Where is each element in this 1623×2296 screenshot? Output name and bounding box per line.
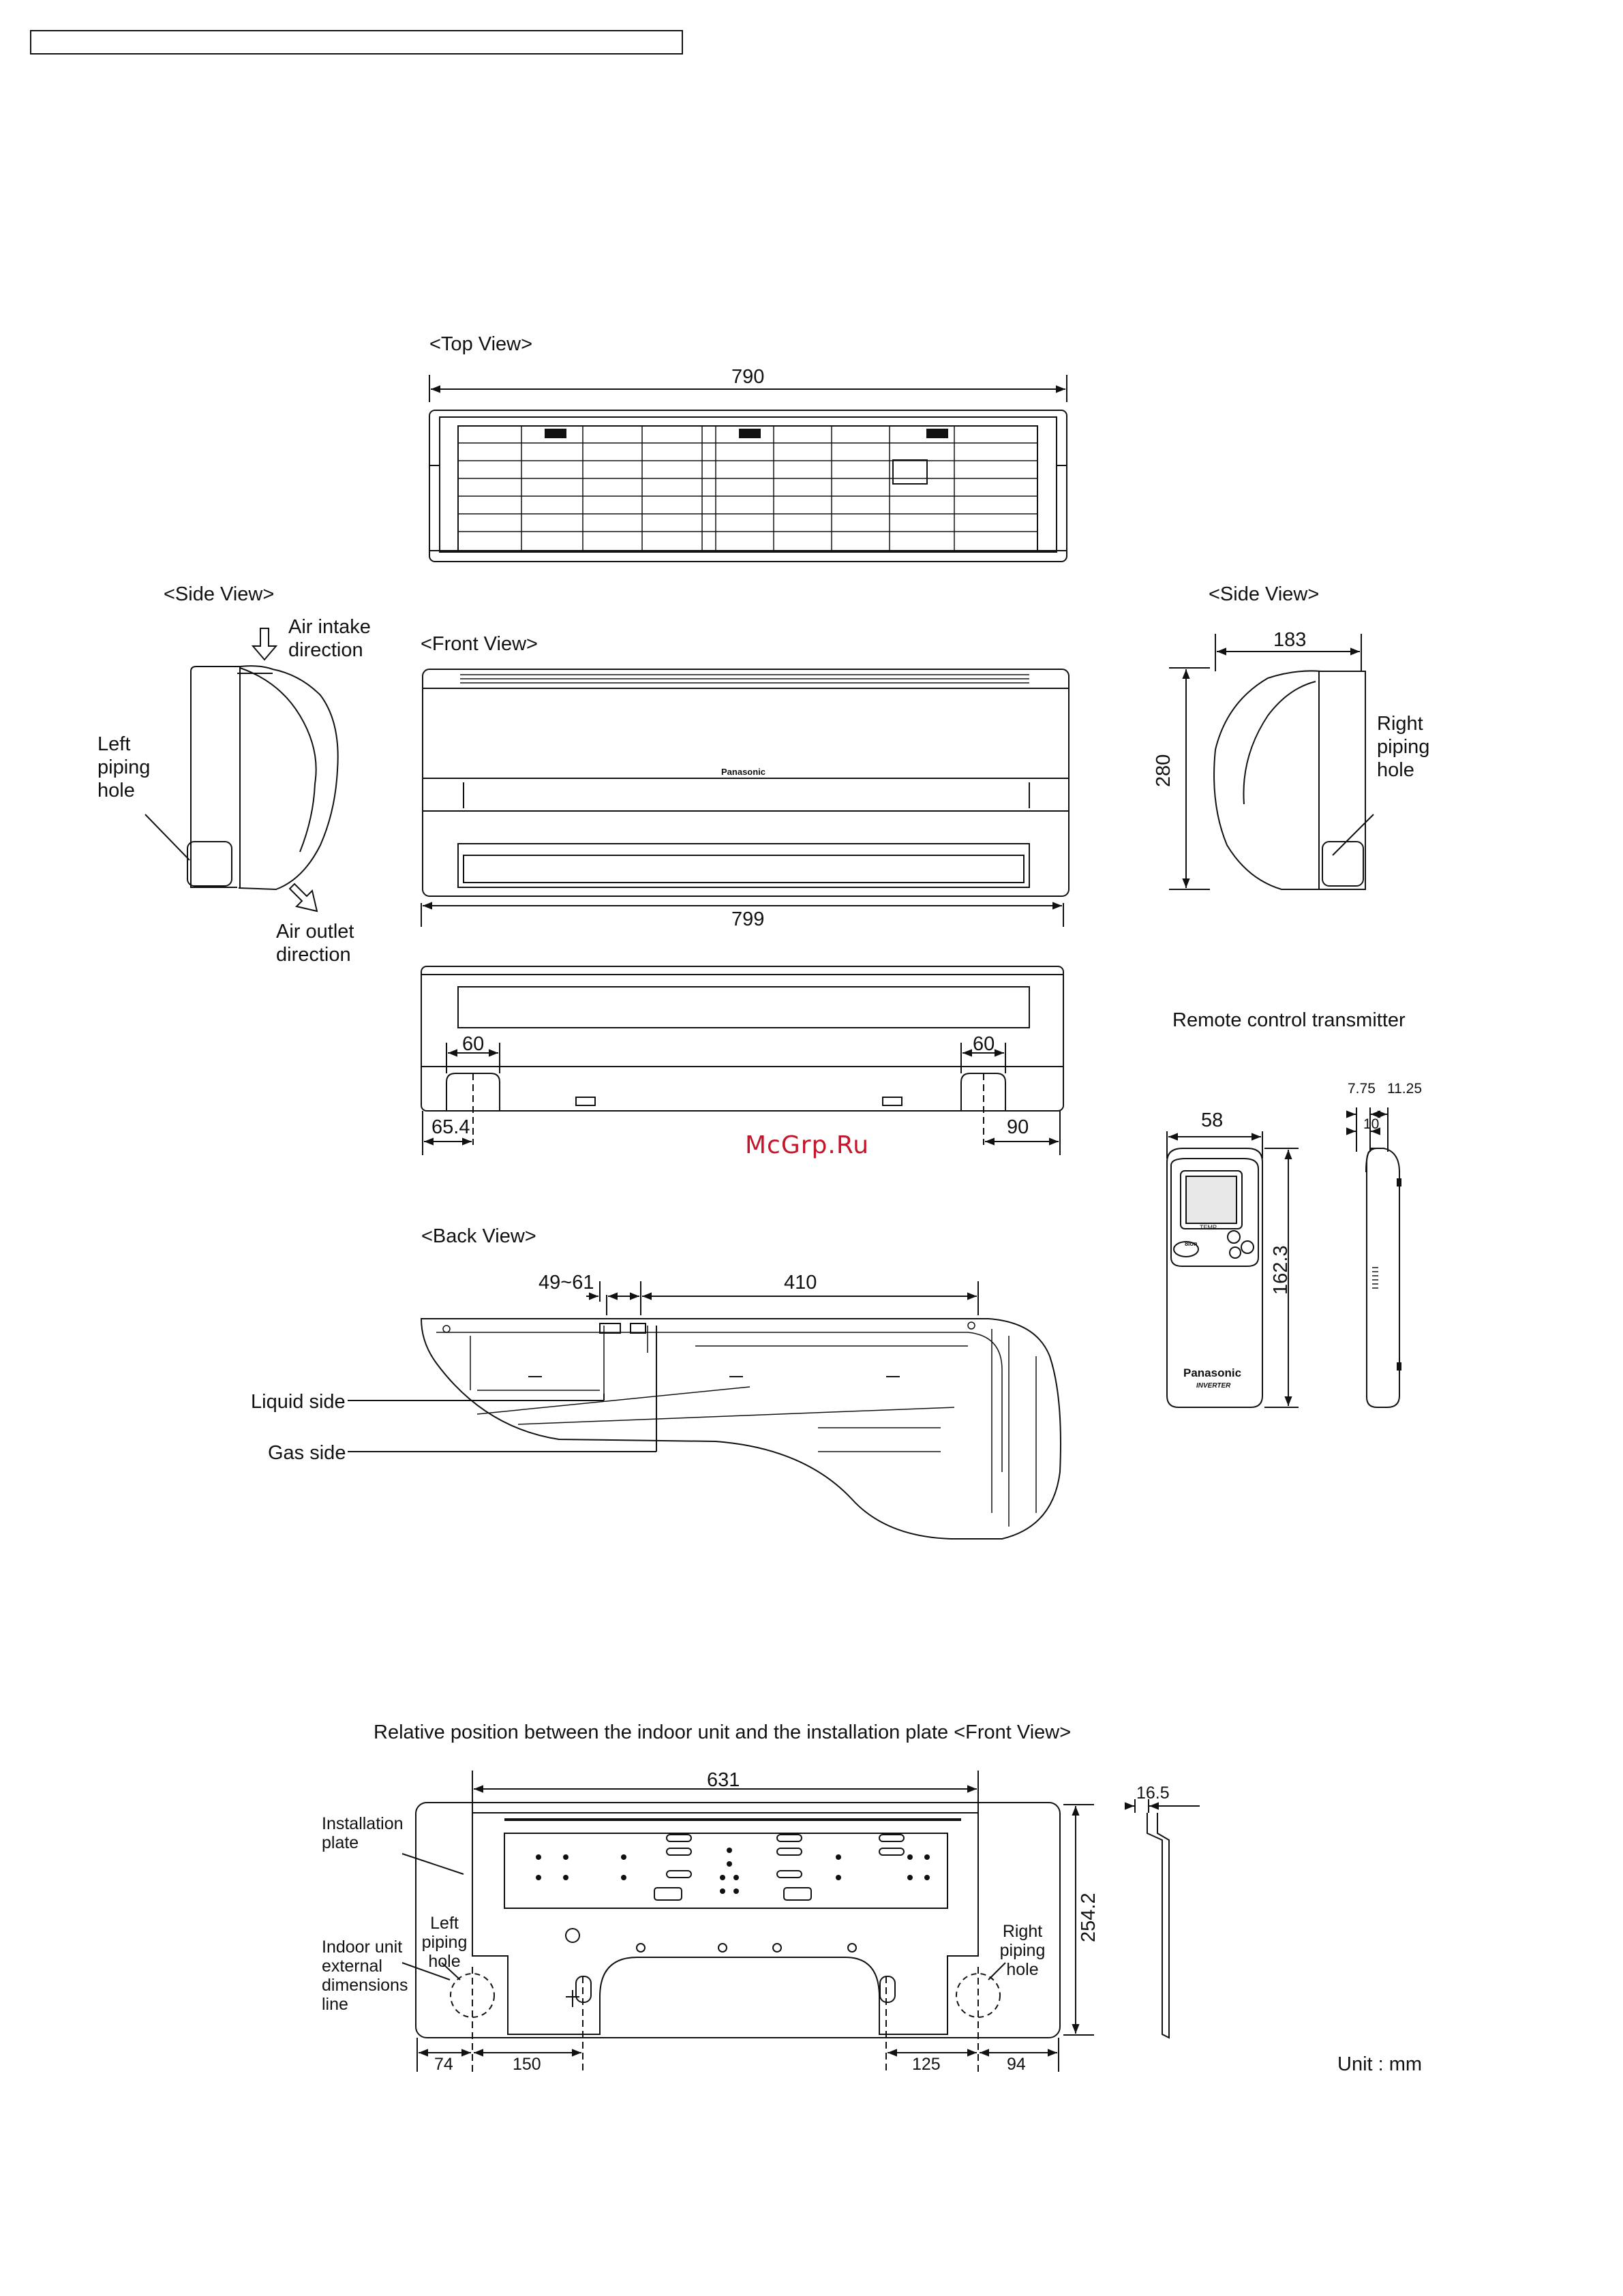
dim-bottom-left-60: 60 [462, 1033, 485, 1055]
dim-plate-74: 74 [434, 2055, 453, 2074]
dim-remote-1125: 11.25 [1387, 1081, 1422, 1097]
dim-bottom-left-offset: 65.4 [431, 1116, 470, 1138]
installation-plate-label: Installation plate [322, 1814, 404, 1852]
watermark: McGrp.Ru [745, 1131, 870, 1159]
front-view-title: <Front View> [421, 633, 538, 655]
dim-side-height: 280 [1153, 754, 1174, 787]
dim-plate-150: 150 [513, 2055, 541, 2074]
liquid-side-label: Liquid side [251, 1391, 346, 1413]
dim-top-width: 790 [731, 366, 765, 388]
side-view-right-title: <Side View> [1209, 583, 1320, 605]
side-view-left-title: <Side View> [164, 583, 275, 605]
dim-bottom-right-offset: 90 [1007, 1116, 1029, 1138]
plate-left-piping-label: Left piping hole [421, 1914, 468, 1971]
air-intake-label: Air intake direction [288, 616, 371, 661]
dim-bottom-right-60: 60 [973, 1033, 995, 1055]
left-piping-hole-label: Left piping hole [97, 733, 151, 801]
remote-button-label: 8ion [1185, 1240, 1198, 1247]
remote-control-title: Remote control transmitter [1172, 1009, 1406, 1031]
dim-back-range: 49~61 [539, 1272, 594, 1294]
remote-temp-label: TEMP [1200, 1224, 1217, 1231]
unit-label: Unit : mm [1337, 2053, 1423, 2075]
remote-control-drawing [1167, 1107, 1401, 1407]
dim-front-width: 799 [731, 908, 765, 930]
external-dims-label: Indoor unit external dimensions line [322, 1938, 408, 2014]
left-side-view-drawing [145, 628, 338, 911]
gas-side-label: Gas side [268, 1442, 346, 1464]
back-view-drawing [348, 1281, 1061, 1539]
dim-remote-775: 7.75 [1348, 1081, 1376, 1097]
front-view-drawing [421, 669, 1069, 927]
dim-remote-width: 58 [1201, 1109, 1224, 1131]
dim-plate-631: 631 [707, 1769, 740, 1791]
dim-remote-10: 10 [1363, 1116, 1380, 1132]
dim-plate-254: 254.2 [1078, 1893, 1099, 1942]
dim-remote-height: 162.3 [1270, 1245, 1292, 1295]
air-outlet-label: Air outlet direction [276, 921, 354, 966]
dim-plate-94: 94 [1007, 2055, 1026, 2074]
right-side-view-drawing [1169, 634, 1374, 889]
page-header-box [30, 30, 683, 55]
front-brand-logo: Panasonic [721, 767, 766, 777]
right-piping-hole-label: Right piping hole [1377, 713, 1430, 781]
top-view-drawing [429, 375, 1067, 562]
back-view-title: <Back View> [421, 1225, 536, 1247]
top-view-title: <Top View> [429, 333, 533, 355]
dim-plate-125: 125 [912, 2055, 941, 2074]
remote-inverter-label: INVERTER [1196, 1382, 1231, 1390]
installation-plate-drawing [402, 1771, 1200, 2072]
dim-back-410: 410 [784, 1272, 817, 1294]
remote-brand-logo: Panasonic [1183, 1366, 1242, 1379]
dim-plate-165: 16.5 [1136, 1784, 1170, 1803]
dim-side-depth: 183 [1273, 629, 1307, 651]
relative-position-title: Relative position between the indoor uni… [374, 1721, 1072, 1743]
plate-right-piping-label: Right piping hole [999, 1922, 1046, 1979]
bottom-view-drawing [421, 966, 1063, 1155]
